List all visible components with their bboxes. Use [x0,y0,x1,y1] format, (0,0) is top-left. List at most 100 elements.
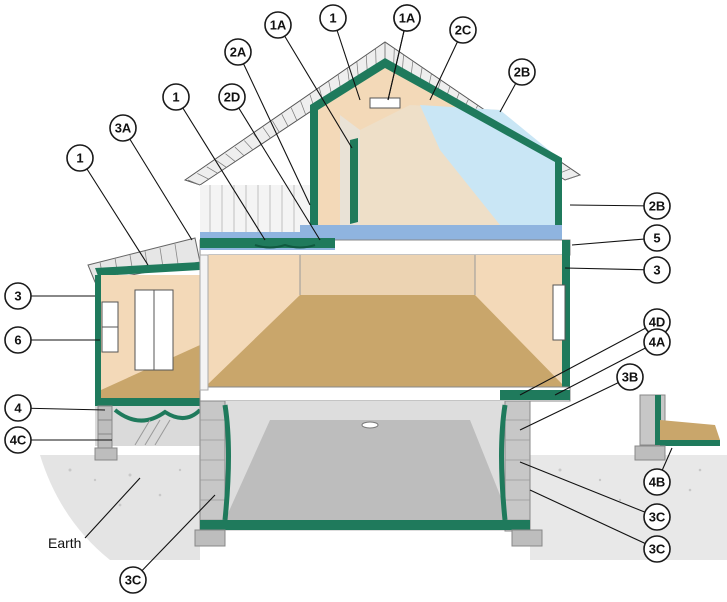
leader-line-4a [554,341,658,396]
callout-circle [393,4,421,32]
callout-4d: 4D [643,308,671,336]
leader-line-3c [132,494,216,581]
leader-line-2b [569,204,658,207]
attic-room [300,58,562,240]
callout-label: 4C [10,433,27,448]
callout-3c: 3C [643,535,671,563]
callout-2a: 2A [224,38,252,66]
callout-4b: 4B [643,468,671,496]
callout-1: 1 [162,83,190,111]
callout-label: 4A [649,335,666,350]
callout-label: 5 [653,231,660,246]
callout-5: 5 [643,224,671,252]
callout-6: 6 [4,326,32,354]
callout-label: 2A [230,45,247,60]
callout-label: 2B [514,65,531,80]
leader-line-3c [519,461,658,518]
callout-circle [643,328,671,356]
left-addition [87,237,205,461]
callout-3c: 3C [643,503,671,531]
leader-line-4 [17,407,106,411]
callout-label: 3A [115,121,132,136]
callout-circle [218,83,246,111]
callout-label: 6 [14,333,21,348]
callout-circle [109,114,137,142]
leader-line-1 [332,17,361,101]
callout-4c: 4C [4,426,32,454]
basement [194,400,543,547]
callout-circle [319,4,347,32]
callout-3c: 3C [119,566,147,594]
callout-label: 4 [14,401,22,416]
callout-label: 3C [125,573,142,588]
callout-label: 1A [270,18,287,33]
leader-line-2a [237,51,311,206]
callout-circle [119,566,147,594]
callout-circle [4,426,32,454]
callout-circle [224,38,252,66]
callout-label: 3C [649,542,666,557]
callout-3a: 3A [109,114,137,142]
leader-line-2d [231,96,321,241]
leader-line-3c [529,489,658,550]
leader-line-1 [175,96,266,241]
callout-circle [264,11,292,39]
callout-label: 1 [172,90,179,105]
callout-circle [643,535,671,563]
callout-3: 3 [643,256,671,284]
callout-2b: 2B [643,192,671,220]
callout-circle [643,224,671,252]
callout-circle [449,16,477,44]
callout-4a: 4A [643,328,671,356]
callout-2b: 2B [508,58,536,86]
callout-circle [643,468,671,496]
main-roof [183,41,582,237]
earth-ground [40,455,727,560]
callout-1a: 1A [393,4,421,32]
callout-label: 2B [649,199,666,214]
slab-edge-detail [634,394,720,461]
callout-label: 2D [224,90,241,105]
callout-1: 1 [319,4,347,32]
callout-circle [508,58,536,86]
main-floor-block [199,232,571,402]
callout-circle [4,282,32,310]
leader-line-1 [79,157,149,266]
callout-3: 3 [4,282,32,310]
leader-line-3a [122,127,193,241]
callout-label: 1 [329,11,336,26]
callout-label: 4D [649,315,666,330]
earth-label: Earth [48,535,81,551]
callout-3b: 3B [616,363,644,391]
callouts: 11A11A2C2A2B12D3A12B53364D4A3B44C4B3C3C3… [4,4,671,594]
callout-circle [66,144,94,172]
leader-lines [17,17,673,581]
callout-label: 3 [653,263,660,278]
callout-circle [643,192,671,220]
earth-leader-line [84,477,141,539]
leader-line-5 [571,237,658,246]
leader-line-1a [387,17,408,101]
callout-label: 4B [649,475,666,490]
callout-2c: 2C [449,16,477,44]
callout-circle [4,394,32,422]
callout-label: 3B [622,370,639,385]
leader-line-3b [519,376,631,431]
leader-line-3 [564,267,658,271]
callout-1: 1 [66,144,94,172]
callout-label: 1A [399,11,416,26]
leader-line-4d [519,321,658,396]
callout-4: 4 [4,394,32,422]
callout-circle [4,326,32,354]
callout-circle [643,256,671,284]
callout-2d: 2D [218,83,246,111]
callout-label: 3C [649,510,666,525]
callout-1a: 1A [264,11,292,39]
leader-line-1a [277,24,353,149]
callout-label: 3 [14,289,21,304]
callout-label: 1 [76,151,83,166]
callout-circle [162,83,190,111]
callout-circle [616,363,644,391]
